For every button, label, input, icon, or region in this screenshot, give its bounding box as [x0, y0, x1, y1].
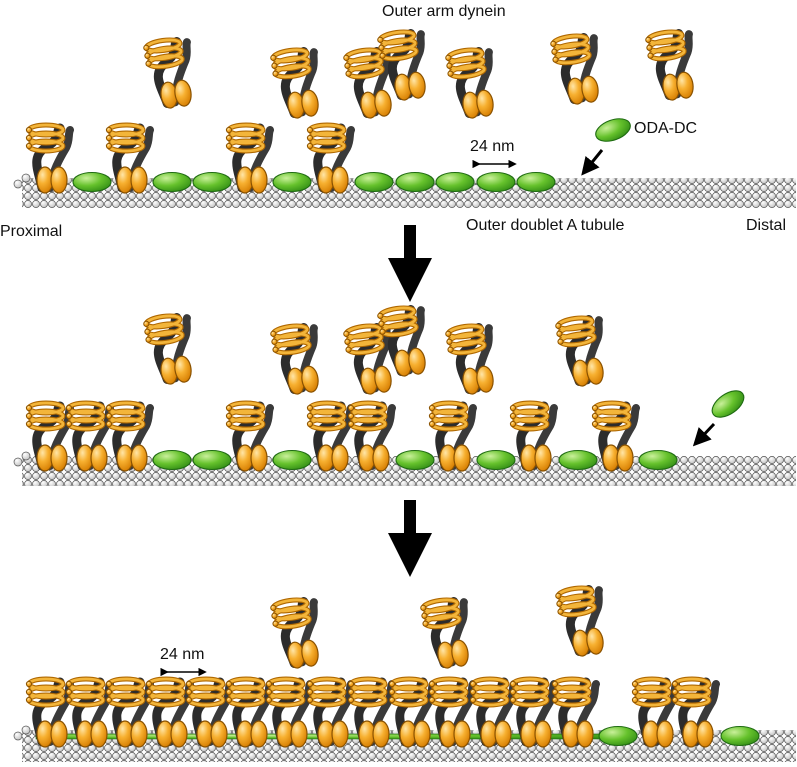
oda-docking-complex-icon: [395, 449, 435, 471]
down-arrow-icon: [388, 225, 432, 302]
free-dynein: [445, 47, 498, 120]
free-dynein-icon: [143, 313, 196, 386]
oda-docking-complex-icon: [192, 449, 232, 471]
free-dynein: [143, 37, 196, 110]
oda-docking-complex-icon: [72, 171, 112, 193]
free-dynein-icon: [270, 597, 323, 670]
panel-3: [13, 585, 796, 762]
title-label: Outer arm dynein: [382, 3, 506, 20]
free-dynein-icon: [555, 315, 608, 388]
oda-docking-complex-icon: [598, 725, 638, 747]
oda-docking-complex-icon: [395, 171, 435, 193]
oda-dc-label: ODA-DC: [634, 120, 698, 137]
proximal-label: Proximal: [0, 223, 63, 240]
binding-arrow: [581, 149, 604, 176]
free-dynein: [270, 47, 323, 120]
binding-arrow: [692, 422, 716, 447]
panel-2: [13, 305, 796, 486]
oda-docking-complex-icon: [435, 171, 475, 193]
oda-docking-complex-icon: [516, 171, 556, 193]
down-arrow-icon: [388, 500, 432, 577]
oda-docking-complex-icon: [476, 449, 516, 471]
tubule-label: Outer doublet A tubule: [466, 217, 625, 234]
oda-docking-complex-icon: [272, 449, 312, 471]
oda-docking-complex-icon: [152, 171, 192, 193]
free-dynein-icon: [420, 597, 473, 670]
oda-docking-complex-icon: [272, 171, 312, 193]
spacing-label: 24 nm: [470, 138, 515, 155]
free-dynein-icon: [555, 585, 608, 658]
spacing-label-bottom: 24 nm: [160, 646, 205, 663]
oda-docking-complex-icon: [720, 725, 760, 747]
oda-docking-complex-icon: [354, 171, 394, 193]
oda-docking-complex-icon: [192, 171, 232, 193]
free-dynein: [645, 29, 698, 102]
oda-docking-complex-icon: [558, 449, 598, 471]
free-dynein-icon: [270, 323, 323, 396]
oda-docking-complex-icon: [638, 449, 678, 471]
oda-docking-complex-icon: [152, 449, 192, 471]
distal-label: Distal: [746, 217, 787, 234]
free-dynein-icon: [445, 323, 498, 396]
oda-docking-complex-icon: [476, 171, 516, 193]
panel-1: [13, 29, 796, 208]
free-dynein: [550, 33, 603, 106]
